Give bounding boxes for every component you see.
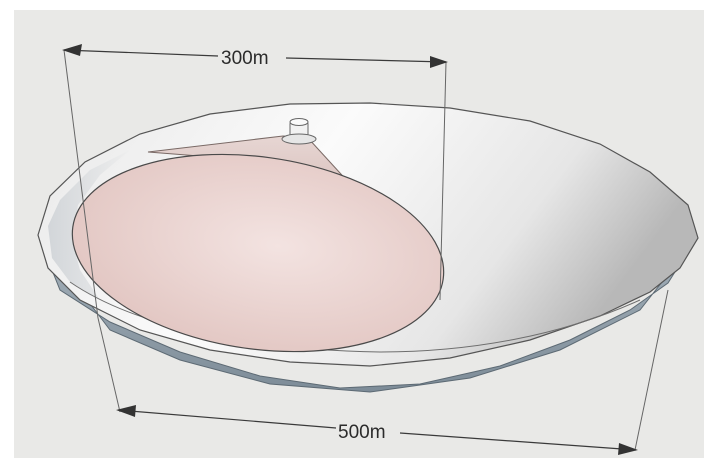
dimension-500m: 500m xyxy=(97,289,669,455)
dish-underside xyxy=(37,234,696,393)
extension-line-right-300 xyxy=(439,61,447,301)
label-500m: 500m xyxy=(338,422,386,443)
extension-line-left-300 xyxy=(63,49,99,319)
arrowhead-300-right xyxy=(430,56,448,68)
dimension-line-500-right xyxy=(399,432,637,451)
dish-inner-rim xyxy=(48,150,130,300)
feed-cabin xyxy=(281,118,317,145)
dimension-line-300-right xyxy=(285,57,447,63)
label-300m: 300m xyxy=(221,48,269,69)
arrowhead-300-left xyxy=(62,44,82,56)
arrowhead-500-left xyxy=(116,405,136,417)
arrowhead-500-right xyxy=(618,443,638,455)
extension-line-left-500 xyxy=(97,317,121,413)
dimension-line-500-left xyxy=(117,409,337,429)
illuminated-patch xyxy=(71,153,445,353)
extension-line-right-500 xyxy=(634,289,669,451)
dimension-300m: 300m xyxy=(62,44,448,319)
dimension-line-300-left xyxy=(63,49,219,57)
